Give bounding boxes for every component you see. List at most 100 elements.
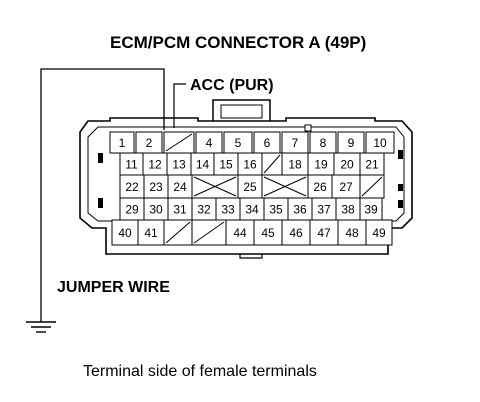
pin-cell: 31 — [167, 197, 193, 221]
pin-cell: 47 — [309, 219, 339, 246]
pin-cell: 9 — [337, 131, 365, 154]
caption: Terminal side of female terminals — [83, 363, 317, 380]
pin-label: 49 — [372, 226, 386, 240]
pin-cell: 18 — [281, 152, 309, 176]
pin-box — [365, 219, 393, 246]
pin-cell — [163, 219, 193, 246]
unused-pin-mark — [193, 176, 237, 197]
pin-label: 15 — [219, 158, 233, 172]
pin-cell: 32 — [191, 197, 217, 221]
pin-label: 44 — [233, 226, 247, 240]
pin-cell: 2 — [135, 131, 163, 154]
pin-label: 46 — [289, 226, 303, 240]
pin-label: 7 — [292, 136, 299, 150]
pin-cell: 30 — [143, 197, 169, 221]
pin-cell: 25 — [237, 174, 263, 199]
pin-label: 6 — [264, 136, 271, 150]
pin-cell: 15 — [213, 152, 239, 176]
pin-label: 39 — [364, 203, 378, 217]
pin-cell: 33 — [215, 197, 241, 221]
pin-label: 18 — [288, 158, 302, 172]
pin-label: 16 — [243, 158, 257, 172]
unused-pin-mark — [165, 133, 193, 152]
pin-cell: 48 — [337, 219, 367, 246]
pin-cell: 14 — [190, 152, 215, 176]
pin-cell: 37 — [311, 197, 337, 221]
pin-cell: 38 — [335, 197, 361, 221]
pin-label: 24 — [173, 180, 187, 194]
pin-cell: 36 — [287, 197, 313, 221]
pin-box — [309, 219, 339, 246]
pin-cell: 49 — [365, 219, 393, 246]
pin-label: 34 — [245, 203, 259, 217]
pin-label: 47 — [317, 226, 331, 240]
jumper-wire — [40, 68, 165, 322]
pin-label: 26 — [313, 180, 327, 194]
pin-label: 20 — [340, 158, 354, 172]
pin-cell: 34 — [239, 197, 265, 221]
pin-cell — [359, 174, 385, 199]
pin-label: 27 — [339, 180, 353, 194]
pin-cell: 22 — [119, 174, 145, 199]
pin-cell — [261, 174, 309, 199]
pin-cell — [191, 174, 239, 199]
pin-label: 1 — [119, 136, 126, 150]
pin-cell: 29 — [119, 197, 145, 221]
pin-label: 30 — [149, 203, 163, 217]
pin-label: 37 — [317, 203, 331, 217]
pin-cell: 35 — [263, 197, 289, 221]
pin-label: 19 — [314, 158, 328, 172]
pin-label: 4 — [206, 136, 213, 150]
pin-cell: 4 — [195, 131, 223, 154]
pin-cell: 5 — [223, 131, 253, 154]
pin-label: 48 — [345, 226, 359, 240]
acc-pointer-line — [173, 83, 186, 128]
pin-label: 35 — [269, 203, 283, 217]
diagram-title: ECM/PCM CONNECTOR A (49P) — [110, 33, 366, 52]
pin-label: 10 — [373, 136, 387, 150]
pin-label: 9 — [348, 136, 355, 150]
pin-cell: 26 — [307, 174, 333, 199]
unused-pin-mark — [263, 154, 281, 174]
pin-cell: 46 — [281, 219, 311, 246]
pin-label: 21 — [365, 158, 379, 172]
pin-cell: 7 — [281, 131, 309, 154]
pin-label: 2 — [146, 136, 153, 150]
connector-housing — [79, 99, 413, 259]
jumper-wire-label: JUMPER WIRE — [57, 279, 170, 296]
pin-cell: 13 — [166, 152, 192, 176]
pin-label: 38 — [341, 203, 355, 217]
pin-label: 5 — [235, 136, 242, 150]
unused-pin-mark — [165, 221, 191, 244]
pin-label: 45 — [261, 226, 275, 240]
pin-cell — [163, 131, 195, 154]
pin-cell: 6 — [253, 131, 281, 154]
pin-cell: 12 — [142, 152, 168, 176]
pin-cell: 24 — [167, 174, 193, 199]
pin-cell — [191, 219, 227, 246]
pin-label: 32 — [197, 203, 211, 217]
pin-cell: 16 — [237, 152, 263, 176]
pin-cell: 40 — [111, 219, 139, 246]
pin-box — [337, 219, 367, 246]
pin-label: 25 — [243, 180, 257, 194]
pin-cell: 20 — [333, 152, 361, 176]
pin-box — [253, 219, 283, 246]
pin-label: 23 — [149, 180, 163, 194]
pin-label: 12 — [148, 158, 162, 172]
pin-label: 40 — [118, 226, 132, 240]
pin-cell: 19 — [307, 152, 335, 176]
pin-label: 14 — [196, 158, 210, 172]
pin-cell: 39 — [359, 197, 383, 221]
pin-label: 41 — [144, 226, 158, 240]
pin-cell — [261, 152, 283, 176]
pin-cell: 21 — [359, 152, 385, 176]
pin-cell: 10 — [365, 131, 395, 154]
pin-cell: 1 — [109, 131, 135, 154]
pin-cell: 8 — [309, 131, 337, 154]
ground-icon — [26, 321, 56, 333]
pin-cell: 27 — [331, 174, 361, 199]
pin-cell: 45 — [253, 219, 283, 246]
